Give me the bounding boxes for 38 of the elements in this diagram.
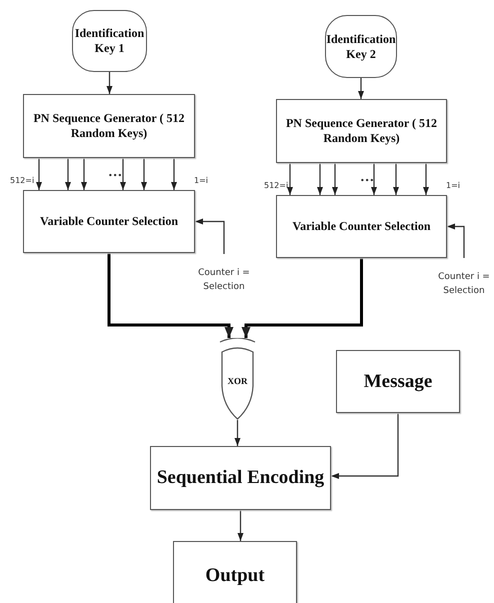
- arrow: [171, 158, 177, 190]
- arrow: [81, 158, 87, 190]
- index-label: 1=i: [446, 181, 460, 190]
- arrow: [358, 78, 364, 99]
- arrow: [393, 163, 399, 195]
- arrow: [195, 218, 225, 254]
- arrow: [287, 163, 293, 195]
- annotation-text: Counter i = Selection: [436, 270, 492, 300]
- process-box: Variable Counter Selection: [23, 190, 195, 253]
- arrow: [106, 72, 112, 94]
- start-terminal: Identification Key 2: [325, 15, 397, 78]
- index-label: •••: [108, 171, 122, 180]
- index-label: 512=i: [264, 181, 288, 190]
- index-label: 1=i: [194, 176, 208, 185]
- thick-arrow: [108, 253, 234, 338]
- process-box: PN Sequence Generator ( 512 Random Keys): [276, 99, 447, 163]
- process-box: Message: [336, 350, 460, 413]
- arrow: [371, 163, 377, 195]
- process-box: PN Sequence Generator ( 512 Random Keys): [23, 94, 195, 158]
- arrow: [36, 158, 42, 190]
- arrow: [331, 413, 399, 479]
- process-box: Variable Counter Selection: [276, 195, 447, 258]
- arrow: [234, 420, 240, 446]
- arrow: [65, 158, 71, 190]
- start-terminal: Identification Key 1: [72, 10, 147, 72]
- arrow: [423, 163, 429, 195]
- arrow: [317, 163, 323, 195]
- thick-arrow: [242, 258, 363, 338]
- arrow: [332, 163, 338, 195]
- index-label: 512=i: [10, 176, 34, 185]
- arrow: [141, 158, 147, 190]
- arrow: [238, 510, 244, 541]
- arrow: [447, 224, 465, 258]
- index-label: •••: [360, 176, 374, 185]
- process-box: Sequential Encoding: [150, 446, 331, 510]
- arrow: [120, 158, 126, 190]
- annotation-text: Counter i = Selection: [198, 266, 250, 296]
- process-box: Output: [173, 541, 297, 603]
